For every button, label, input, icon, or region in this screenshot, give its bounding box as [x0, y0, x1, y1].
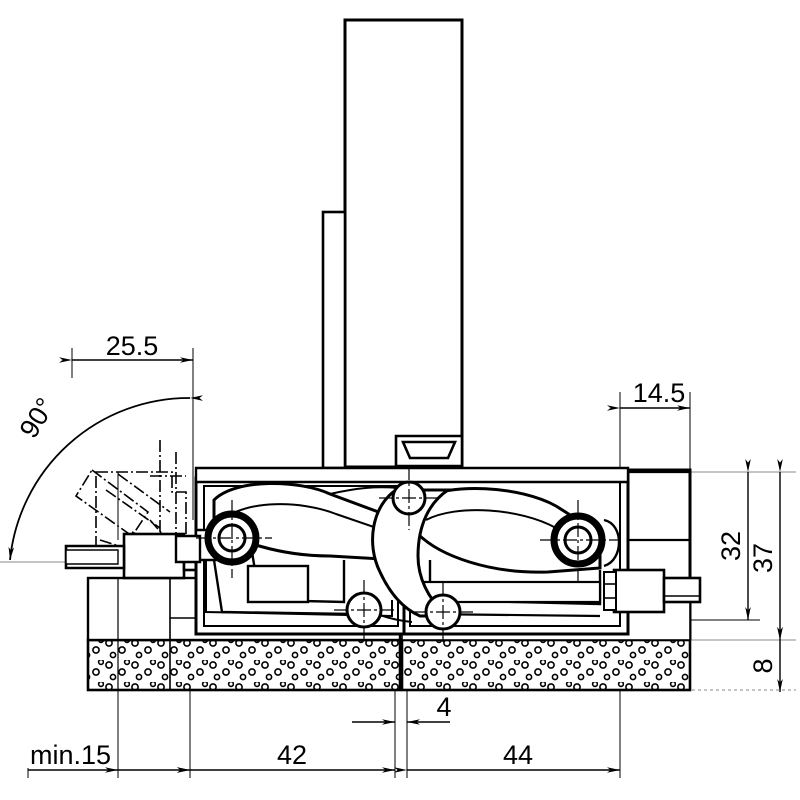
dim-90-arc [8, 395, 204, 561]
door-panel [321, 18, 464, 470]
door-edge-profile [394, 434, 464, 468]
dim-4-label: 4 [436, 692, 451, 722]
drawing-geometry: 25.5 90° 14.5 32 37 8 4 [0, 18, 796, 778]
centre-marks [196, 466, 618, 642]
dim-90-label: 90° [14, 393, 61, 444]
dim-8-label: 8 [748, 658, 778, 673]
dim-32-label: 32 [716, 531, 746, 561]
dim-25-5-label: 25.5 [106, 331, 159, 361]
dim-44-label: 44 [503, 740, 533, 770]
dim-37-label: 37 [748, 543, 778, 573]
dim-min15-label: min.15 [30, 740, 111, 770]
dim-42-label: 42 [277, 740, 307, 770]
damper [603, 568, 702, 614]
dim-14-5-label: 14.5 [633, 378, 686, 408]
